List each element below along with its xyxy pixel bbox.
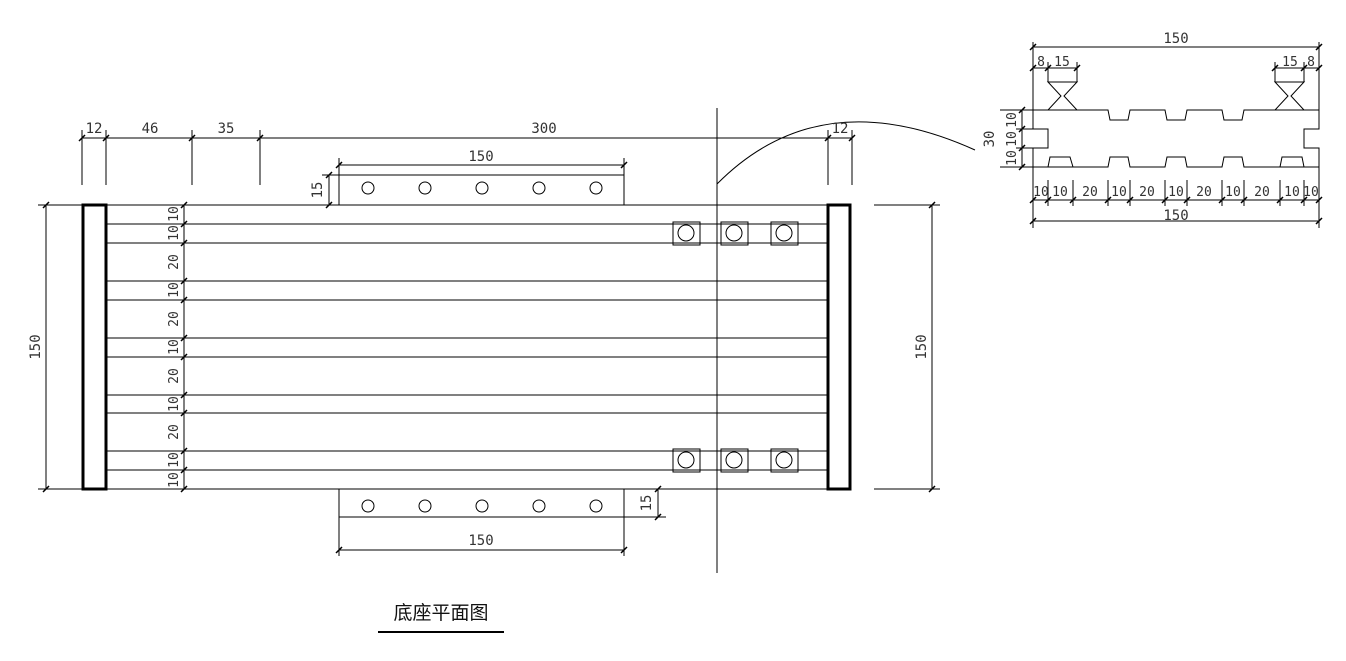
dim-35: 35 bbox=[218, 121, 235, 137]
detail-dim: 20 bbox=[1139, 185, 1155, 200]
dim-12-right: 12 bbox=[832, 121, 849, 137]
overall-width-right: 150 bbox=[914, 334, 930, 359]
top-plate-width-dim: 150 bbox=[468, 149, 493, 165]
bottom-plate-height-dim: 15 bbox=[639, 495, 655, 512]
plan-top-dimensions: 12 46 35 300 12 bbox=[86, 121, 849, 137]
slat-dim: 10 bbox=[167, 282, 182, 298]
detail-dim: 10 bbox=[1005, 131, 1020, 147]
detail-side-total: 30 bbox=[982, 131, 998, 148]
left-end-board bbox=[81, 203, 108, 491]
slat-dim: 20 bbox=[167, 311, 182, 327]
slat-dim: 20 bbox=[167, 254, 182, 270]
detail-dimensions: 150 8 15 15 8 30 10 10 10 10 10 20 10 20… bbox=[982, 31, 1319, 224]
detail-dim: 20 bbox=[1196, 185, 1212, 200]
detail-dim: 15 bbox=[1282, 55, 1298, 70]
slat-dim: 10 bbox=[167, 225, 182, 241]
dim-300: 300 bbox=[531, 121, 556, 137]
slat-dim: 10 bbox=[167, 472, 182, 488]
slat-dim: 10 bbox=[167, 339, 182, 355]
detail-dim: 15 bbox=[1054, 55, 1070, 70]
dim-12-left: 12 bbox=[86, 121, 103, 137]
overall-width-left: 150 bbox=[28, 334, 44, 359]
detail-dim: 10 bbox=[1052, 185, 1068, 200]
dim-46: 46 bbox=[142, 121, 159, 137]
slat-dim: 10 bbox=[167, 452, 182, 468]
right-end-board bbox=[826, 203, 852, 491]
detail-dim: 20 bbox=[1082, 185, 1098, 200]
slat-dim: 10 bbox=[167, 396, 182, 412]
top-plate bbox=[338, 174, 625, 206]
detail-dim: 10 bbox=[1005, 112, 1020, 128]
detail-overall-bottom: 150 bbox=[1163, 208, 1188, 224]
top-plate-bolt-holes bbox=[361, 181, 603, 195]
slat-dim: 10 bbox=[167, 206, 182, 222]
top-plate-height-dim: 15 bbox=[310, 182, 326, 199]
drawing-title: 底座平面图 bbox=[393, 602, 488, 624]
detail-dim: 10 bbox=[1033, 185, 1049, 200]
detail-dim: 10 bbox=[1225, 185, 1241, 200]
detail-dim: 8 bbox=[1037, 55, 1045, 70]
detail-dim: 10 bbox=[1005, 150, 1020, 166]
bottom-plate bbox=[338, 488, 625, 518]
slat-dimensions: 10 10 20 10 20 10 20 10 20 10 10 bbox=[167, 206, 182, 488]
detail-dim: 10 bbox=[1284, 185, 1300, 200]
detail-section bbox=[1000, 42, 1323, 228]
slat-lines bbox=[83, 204, 850, 490]
slat-dim: 20 bbox=[167, 368, 182, 384]
anchor-bolts bbox=[672, 221, 799, 473]
detail-dim: 8 bbox=[1307, 55, 1315, 70]
slat-dim: 20 bbox=[167, 424, 182, 440]
detail-overall-top: 150 bbox=[1163, 31, 1188, 47]
bottom-plate-bolt-holes bbox=[361, 499, 603, 513]
detail-dim: 10 bbox=[1111, 185, 1127, 200]
detail-dim: 20 bbox=[1254, 185, 1270, 200]
detail-dim: 10 bbox=[1168, 185, 1184, 200]
detail-leader-arc bbox=[716, 121, 976, 185]
detail-dim: 10 bbox=[1303, 185, 1319, 200]
bottom-plate-width-dim: 150 bbox=[468, 533, 493, 549]
